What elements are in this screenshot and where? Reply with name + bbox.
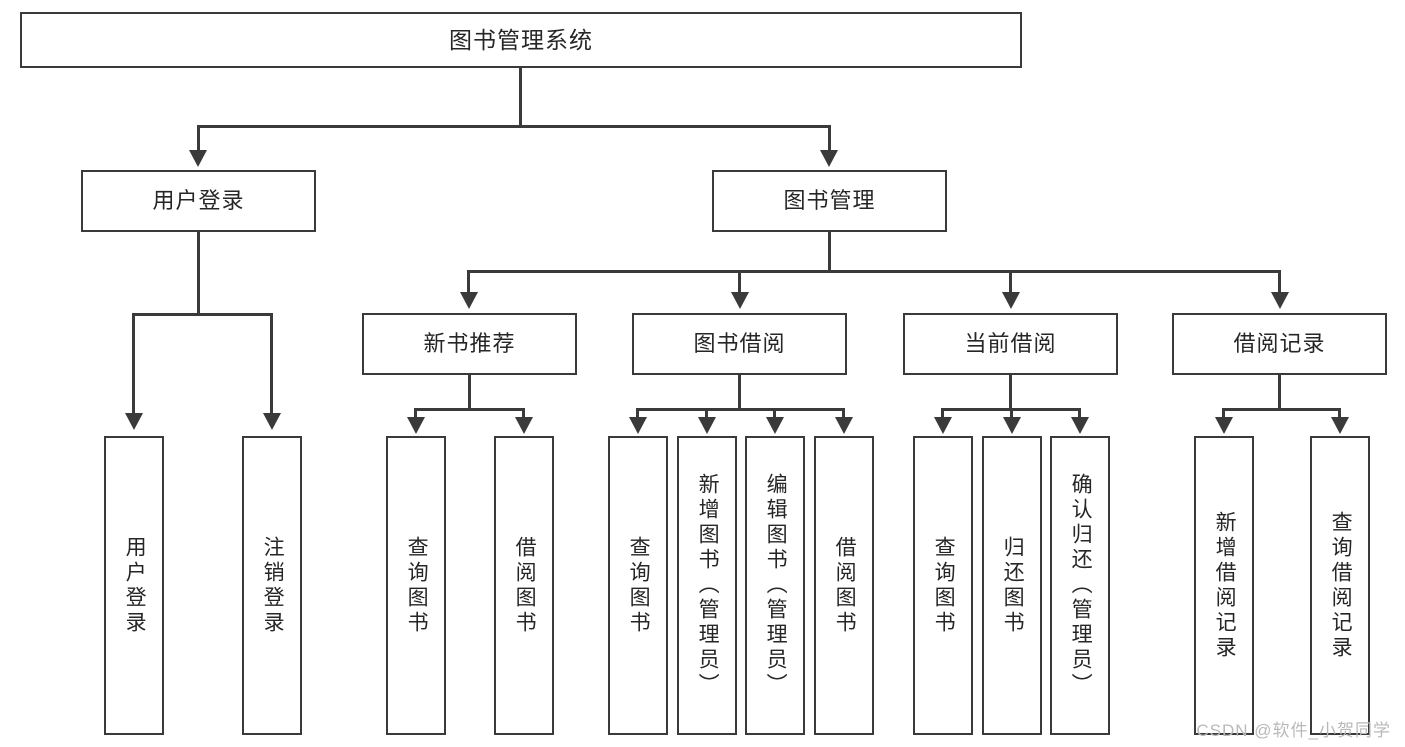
arrow-book-borrow-to-leaf-1: [629, 417, 647, 434]
node-leaf-edit-book-admin[interactable]: 编辑图书（管理员）: [745, 436, 805, 735]
arrow-user-login-to-leaf-2: [263, 413, 281, 430]
connector-new-book-bus: [414, 408, 524, 411]
connector-book-borrow-stem: [738, 375, 741, 408]
arrow-borrow-record-to-leaf-2: [1331, 417, 1349, 434]
connector-book-management-bus: [467, 270, 1280, 273]
connector-book-borrow-to-leaf-1: [636, 408, 639, 420]
watermark-text: CSDN @软件_小贺同学: [1196, 721, 1391, 740]
arrow-bm-to-book-borrow: [731, 292, 749, 309]
connector-book-management-stem: [828, 232, 831, 270]
connector-user-login-to-leaf-1: [132, 313, 135, 416]
arrow-bm-to-borrow-record: [1271, 292, 1289, 309]
node-leaf-borrow-book[interactable]: 借阅图书: [814, 436, 874, 735]
connector-current-borrow-stem: [1009, 375, 1012, 408]
arrow-book-borrow-to-leaf-3: [766, 417, 784, 434]
arrow-user-login-to-leaf-1: [125, 413, 143, 430]
node-book-borrow[interactable]: 图书借阅: [632, 313, 847, 375]
arrow-bm-to-current-borrow: [1002, 292, 1020, 309]
connector-root-bus: [197, 125, 831, 128]
connector-current-borrow-to-leaf-3: [1078, 408, 1081, 420]
node-leaf-add-book-admin[interactable]: 新增图书（管理员）: [677, 436, 737, 735]
arrow-root-to-book-management: [820, 150, 838, 167]
arrow-borrow-record-to-leaf-1: [1215, 417, 1233, 434]
node-current-borrow[interactable]: 当前借阅: [903, 313, 1118, 375]
connector-user-login-to-leaf-2: [270, 313, 273, 416]
connector-bm-to-book-borrow: [738, 270, 741, 295]
connector-user-login-stem: [197, 232, 200, 313]
connector-bm-to-borrow-record: [1278, 270, 1281, 295]
connector-root-to-user-login: [197, 125, 200, 153]
node-leaf-query-borrow-record[interactable]: 查询借阅记录: [1310, 436, 1370, 735]
node-leaf-user-login[interactable]: 用户登录: [104, 436, 164, 735]
arrow-book-borrow-to-leaf-2: [698, 417, 716, 434]
node-leaf-logout[interactable]: 注销登录: [242, 436, 302, 735]
node-new-book-recommend[interactable]: 新书推荐: [362, 313, 577, 375]
node-borrow-record[interactable]: 借阅记录: [1172, 313, 1387, 375]
connector-book-borrow-to-leaf-2: [705, 408, 708, 420]
connector-bm-to-new-book: [467, 270, 470, 295]
arrow-bm-to-new-book: [460, 292, 478, 309]
connector-new-book-stem: [468, 375, 471, 408]
node-leaf-query-book-borrow[interactable]: 查询图书: [608, 436, 668, 735]
connector-borrow-record-bus: [1222, 408, 1340, 411]
connector-new-book-to-leaf-2: [522, 408, 525, 420]
connector-book-borrow-to-leaf-4: [842, 408, 845, 420]
arrow-current-borrow-to-leaf-1: [934, 417, 952, 434]
connector-root-to-book-management: [828, 125, 831, 153]
node-leaf-query-book-recommend[interactable]: 查询图书: [386, 436, 446, 735]
arrow-current-borrow-to-leaf-2: [1003, 417, 1021, 434]
arrow-new-book-to-leaf-2: [515, 417, 533, 434]
connector-bm-to-current-borrow: [1009, 270, 1012, 295]
node-leaf-query-book-current[interactable]: 查询图书: [913, 436, 973, 735]
connector-book-borrow-to-leaf-3: [773, 408, 776, 420]
connector-current-borrow-to-leaf-2: [1010, 408, 1013, 420]
node-leaf-borrow-book-recommend[interactable]: 借阅图书: [494, 436, 554, 735]
connector-new-book-to-leaf-1: [414, 408, 417, 420]
arrow-new-book-to-leaf-1: [407, 417, 425, 434]
arrow-book-borrow-to-leaf-4: [835, 417, 853, 434]
node-root-book-management-system[interactable]: 图书管理系统: [20, 12, 1022, 68]
node-user-login[interactable]: 用户登录: [81, 170, 316, 232]
node-leaf-add-borrow-record[interactable]: 新增借阅记录: [1194, 436, 1254, 735]
connector-user-login-bus: [132, 313, 270, 316]
node-leaf-return-book[interactable]: 归还图书: [982, 436, 1042, 735]
node-book-management[interactable]: 图书管理: [712, 170, 947, 232]
connector-root-stem: [519, 68, 522, 125]
connector-borrow-record-to-leaf-2: [1338, 408, 1341, 420]
connector-current-borrow-to-leaf-1: [941, 408, 944, 420]
node-leaf-confirm-return-admin[interactable]: 确认归还（管理员）: [1050, 436, 1110, 735]
connector-book-borrow-bus: [636, 408, 844, 411]
connector-borrow-record-stem: [1278, 375, 1281, 408]
arrow-root-to-user-login: [189, 150, 207, 167]
connector-borrow-record-to-leaf-1: [1222, 408, 1225, 420]
arrow-current-borrow-to-leaf-3: [1071, 417, 1089, 434]
